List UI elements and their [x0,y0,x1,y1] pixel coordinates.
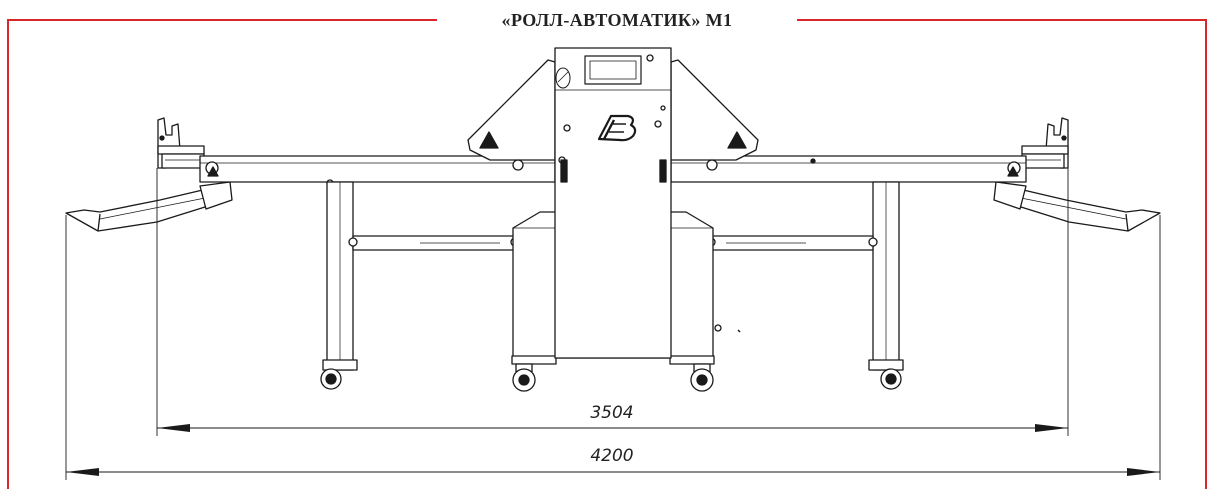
brand-logo-icon [597,114,637,142]
red-frame [7,19,1207,489]
dimension-label-4200: 4200 [590,446,633,466]
right-leg [868,181,904,390]
right-outer-tray [993,181,1161,232]
dimension-label-3504: 3504 [590,403,633,423]
left-hinge-assembly [157,117,205,169]
center-column [554,47,672,359]
left-leg [320,181,358,390]
dimension-lines [65,168,1161,480]
center-right-caster [690,363,714,392]
center-left-caster [512,363,536,392]
dimension-arrows [66,424,1160,476]
right-hinge-assembly [1021,117,1069,169]
left-outer-tray [65,181,233,232]
drawing-title: «РОЛЛ-АВТОМАТИК» М1 [437,3,797,37]
right-wing-hood [670,59,759,171]
left-wing-hood [467,59,556,171]
right-crossbar [706,235,878,251]
left-crossbar [348,235,520,251]
